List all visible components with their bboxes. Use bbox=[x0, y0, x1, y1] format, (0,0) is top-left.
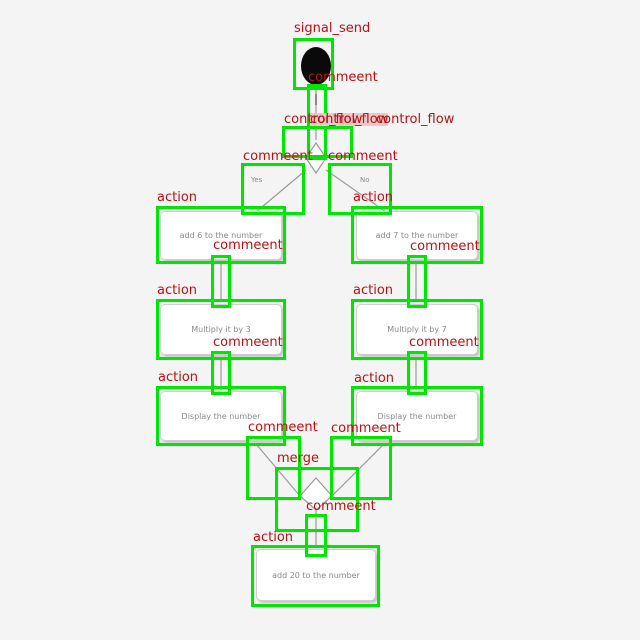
action-node-right-3: Display the number bbox=[356, 391, 478, 441]
edge-decision-right bbox=[325, 169, 387, 213]
label-action-right-3: action bbox=[354, 371, 395, 386]
label-comment-left-guard: commeent bbox=[243, 149, 313, 164]
label-control-flow-back: control_flow bbox=[310, 112, 389, 127]
label-action-right-1: action bbox=[353, 190, 394, 205]
label-action-final: action bbox=[253, 530, 294, 545]
action-node-right-1: add 7 to the number bbox=[356, 211, 478, 260]
label-action-left-2: action bbox=[157, 283, 198, 298]
box-action-right-3 bbox=[351, 386, 483, 446]
box-action-final bbox=[251, 545, 380, 607]
edge-decision-left bbox=[255, 169, 307, 213]
guard-no: No bbox=[360, 176, 370, 184]
box-comment-left-1 bbox=[211, 255, 231, 308]
label-merge: merge bbox=[277, 451, 320, 466]
label-comment-left-merge: commeent bbox=[248, 420, 318, 435]
label-action-left-3: action bbox=[158, 370, 199, 385]
action-node-right-2: Multiply it by 7 bbox=[356, 304, 478, 355]
box-action-left-2 bbox=[156, 299, 286, 360]
edge-left-merge bbox=[255, 443, 301, 497]
guard-yes: Yes bbox=[251, 176, 263, 184]
label-signal-send: signal_send bbox=[294, 21, 371, 36]
label-comment-right-guard: commeent bbox=[328, 149, 398, 164]
label-comment-left-2: commeent bbox=[213, 335, 283, 350]
label-comment-left-1: commeent bbox=[213, 238, 283, 253]
label-action-right-2: action bbox=[353, 283, 394, 298]
initial-node bbox=[301, 47, 331, 85]
box-comment-final bbox=[305, 514, 327, 557]
box-control-flow bbox=[282, 126, 353, 158]
box-comment-right-guard bbox=[328, 163, 392, 215]
box-action-left-3 bbox=[156, 386, 286, 446]
box-action-left-1 bbox=[156, 206, 286, 264]
label-comment-right-1: commeent bbox=[410, 239, 480, 254]
box-signal-send bbox=[293, 38, 334, 90]
box-comment-left-guard bbox=[241, 163, 305, 215]
action-node-final: add 20 to the number bbox=[256, 549, 376, 601]
label-control-flow-2: control_flow bbox=[376, 112, 455, 127]
label-comment-final: commeent bbox=[306, 499, 376, 514]
label-action-left-1: action bbox=[157, 190, 198, 205]
action-node-left-2: Multiply it by 3 bbox=[160, 304, 282, 355]
box-action-right-1 bbox=[351, 206, 483, 264]
action-node-left-3: Display the number bbox=[160, 391, 282, 441]
box-comment-left-2 bbox=[211, 351, 231, 395]
label-comment-right-2: commeent bbox=[409, 335, 479, 350]
label-comment-top: commeent bbox=[308, 70, 378, 85]
box-comment-right-2 bbox=[407, 351, 427, 395]
box-merge bbox=[275, 467, 359, 532]
box-comment-right-1 bbox=[407, 255, 427, 308]
box-action-right-2 bbox=[351, 299, 483, 360]
label-control-flow: control_flow bbox=[284, 112, 363, 127]
action-node-left-1: add 6 to the number bbox=[160, 211, 282, 260]
label-comment-right-merge: commeent bbox=[331, 421, 401, 436]
